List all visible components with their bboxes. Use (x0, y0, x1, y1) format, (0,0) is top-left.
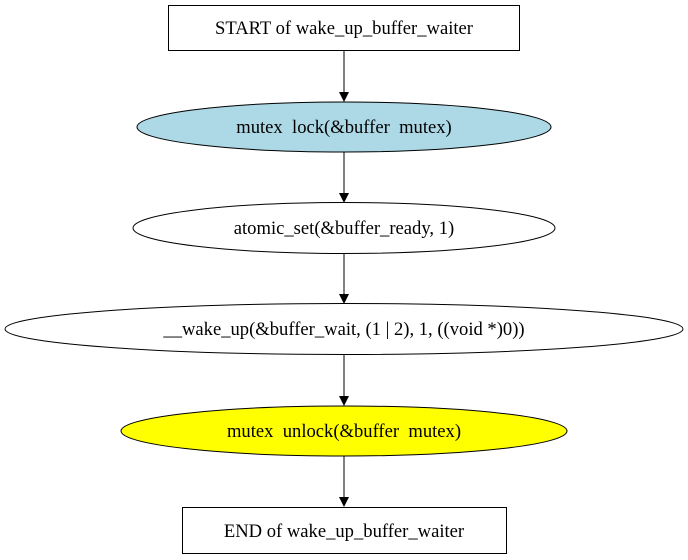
end-node-label: END of wake_up_buffer_waiter (224, 521, 465, 542)
atomic-set-node[interactable]: atomic_set(&buffer_ready, 1) (132, 202, 556, 254)
start-node[interactable]: START of wake_up_buffer_waiter (168, 5, 520, 51)
end-node-box (182, 507, 507, 554)
atomic-set-label: atomic_set(&buffer_ready, 1) (234, 218, 454, 239)
wake-up-label: __wake_up(&buffer_wait, (1 | 2), 1, ((vo… (162, 319, 524, 340)
atomic-set-ellipse (132, 202, 556, 254)
start-node-label: START of wake_up_buffer_waiter (215, 18, 474, 39)
mutex-unlock-ellipse (120, 405, 568, 457)
mutex-lock-ellipse (136, 101, 552, 153)
mutex-lock-node[interactable]: mutex lock(&buffer mutex) (136, 101, 552, 153)
mutex-unlock-label: mutex unlock(&buffer mutex) (227, 421, 461, 442)
wake-up-node[interactable]: __wake_up(&buffer_wait, (1 | 2), 1, ((vo… (4, 303, 684, 355)
start-node-box (168, 5, 520, 51)
mutex-lock-label: mutex lock(&buffer mutex) (236, 117, 452, 138)
end-node[interactable]: END of wake_up_buffer_waiter (182, 507, 507, 554)
mutex-unlock-node[interactable]: mutex unlock(&buffer mutex) (120, 405, 568, 457)
wake-up-ellipse (4, 303, 684, 355)
